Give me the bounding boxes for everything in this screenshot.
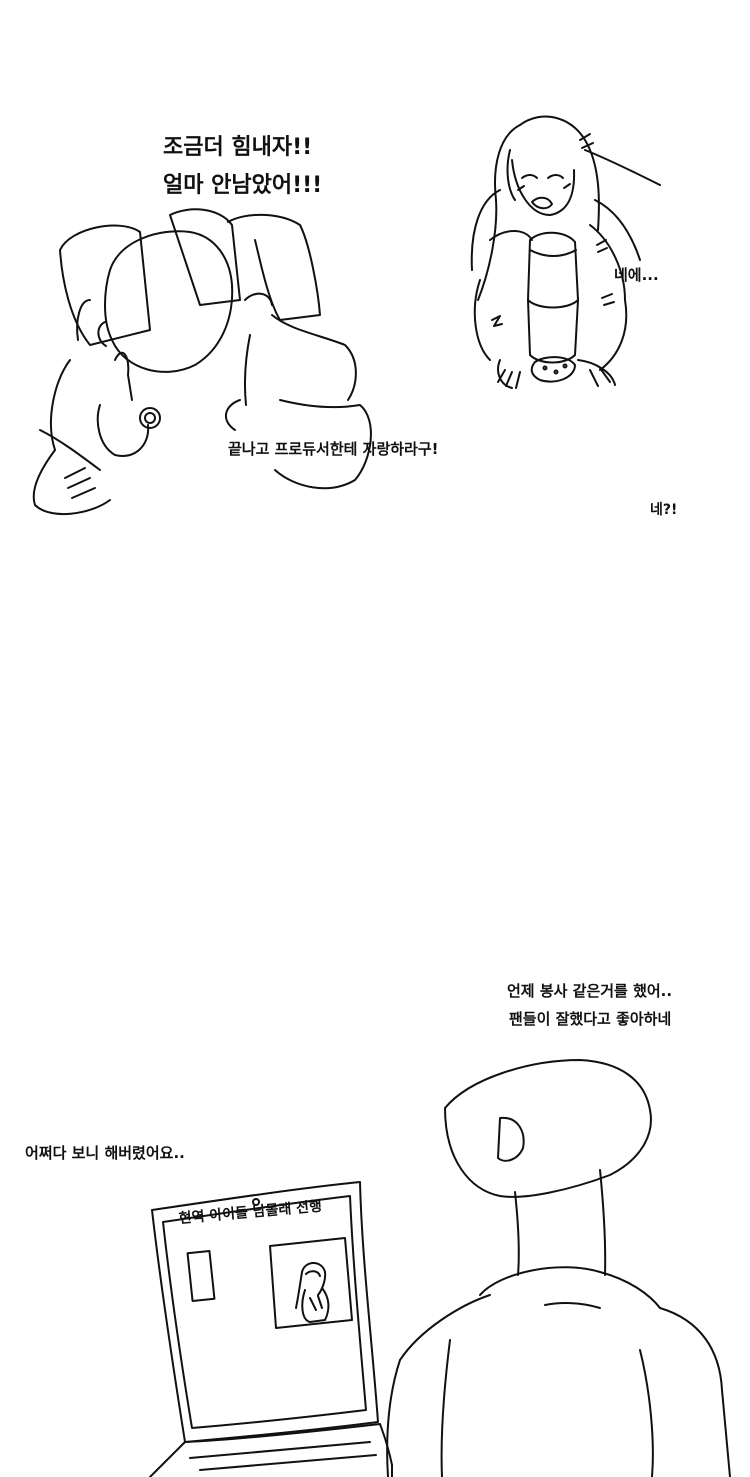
girl-surprised-text: 네?! <box>650 502 678 518</box>
panel-2-drawing <box>0 560 750 1477</box>
coach-head <box>98 231 232 372</box>
coach-shout-line-1: 조금더 힘내자!! <box>163 135 313 160</box>
man-line-2: 팬들이 잘했다고 좋아하네 <box>509 1010 672 1028</box>
coach-line-text: 끝나고 프로듀서한테 자랑하라구! <box>228 440 439 458</box>
girl-reply-text: 네에... <box>614 266 659 284</box>
coach-left-arm <box>34 226 150 515</box>
panel-2: 언제 봉사 같은거를 했어.. 팬들이 잘했다고 좋아하네 어쩌다 보니 해버렸… <box>0 560 750 1477</box>
panel-1-drawing <box>0 0 750 560</box>
laptop <box>150 1182 392 1477</box>
coach-shout-line-2: 얼마 안남았어!!! <box>163 173 323 198</box>
coach-stopwatch-hand <box>98 353 160 456</box>
man-figure <box>387 1060 730 1477</box>
girl-line-text: 어쩌다 보니 해버렸어요.. <box>25 1144 185 1162</box>
girl-figure <box>472 117 660 388</box>
man-line-1: 언제 봉사 같은거를 했어.. <box>507 982 673 1000</box>
panel-1: 조금더 힘내자!! 얼마 안남았어!!! 네에... 끝나고 프로듀서한테 자랑… <box>0 0 750 560</box>
coach-right-arm <box>170 209 371 488</box>
